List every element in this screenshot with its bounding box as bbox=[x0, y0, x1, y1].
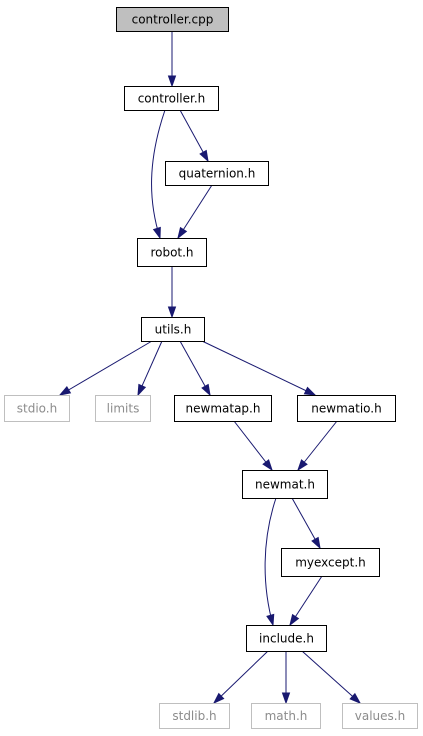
node-box bbox=[4, 395, 70, 422]
edge-controller_h-to-quaternion_h bbox=[179, 109, 209, 163]
edge-arrowhead bbox=[58, 386, 72, 396]
edge-utils_h-to-newmatap_h bbox=[179, 340, 211, 397]
edge-arrowhead bbox=[311, 536, 321, 550]
node-label: quaternion.h bbox=[179, 167, 256, 181]
node-label: myexcept.h bbox=[295, 556, 366, 570]
edge-newmat_h-to-myexcept_h bbox=[291, 497, 321, 550]
edge-line bbox=[213, 650, 269, 704]
edge-arrowhead bbox=[212, 692, 225, 705]
edge-arrowhead bbox=[201, 383, 211, 397]
node-quaternion-h[interactable]: quaternion.h bbox=[165, 161, 269, 186]
node-label: newmatio.h bbox=[311, 402, 381, 416]
edge-arrowhead bbox=[281, 692, 291, 705]
node-myexcept-h[interactable]: myexcept.h bbox=[281, 548, 380, 577]
edge-arrowhead bbox=[303, 386, 317, 396]
node-box bbox=[342, 703, 418, 729]
node-utils-h[interactable]: utils.h bbox=[141, 317, 205, 342]
edge-line bbox=[301, 650, 361, 704]
node-box bbox=[116, 7, 229, 32]
node-label: stdio.h bbox=[17, 402, 57, 416]
edge-arrowhead bbox=[349, 692, 362, 705]
node-box bbox=[297, 395, 396, 422]
node-robot-h[interactable]: robot.h bbox=[137, 238, 207, 267]
node-label: stdlib.h bbox=[172, 709, 216, 723]
node-box bbox=[95, 395, 151, 422]
edge-arrowhead bbox=[262, 459, 273, 472]
edge-include_h-to-stdlib_h bbox=[212, 650, 269, 705]
edge-arrowhead bbox=[167, 306, 177, 319]
node-label: values.h bbox=[355, 709, 405, 723]
node-label: limits bbox=[107, 402, 140, 416]
node-label: robot.h bbox=[150, 246, 193, 260]
node-label: controller.cpp bbox=[132, 13, 214, 27]
edge-arrowhead bbox=[289, 613, 300, 627]
node-box bbox=[159, 703, 230, 729]
node-math-h: math.h bbox=[251, 703, 321, 729]
node-box bbox=[137, 238, 207, 267]
node-values-h: values.h bbox=[342, 703, 418, 729]
node-include-h[interactable]: include.h bbox=[246, 625, 327, 652]
edge-line bbox=[264, 497, 277, 626]
nodes-layer: controller.cpp controller.h quaternion.h ro… bbox=[4, 7, 418, 729]
edge-line bbox=[151, 109, 166, 239]
edge-robot_h-to-utils_h bbox=[167, 266, 177, 319]
edge-utils_h-to-limits bbox=[137, 340, 163, 397]
node-box bbox=[242, 470, 328, 499]
node-newmatap-h[interactable]: newmatap.h bbox=[174, 395, 272, 422]
node-newmatio-h[interactable]: newmatio.h bbox=[297, 395, 396, 422]
edge-arrowhead bbox=[167, 75, 177, 88]
node-label: math.h bbox=[265, 709, 308, 723]
node-label: include.h bbox=[259, 632, 314, 646]
edge-myexcept_h-to-include_h bbox=[289, 575, 323, 627]
node-box bbox=[174, 395, 272, 422]
edge-newmatio_h-to-newmat_h bbox=[297, 420, 338, 472]
node-controller-h[interactable]: controller.h bbox=[124, 86, 219, 111]
edge-line bbox=[59, 340, 153, 396]
node-box bbox=[165, 161, 269, 186]
edge-utils_h-to-stdio_h bbox=[58, 340, 153, 396]
edge-newmatap_h-to-newmat_h bbox=[233, 420, 273, 472]
node-controller-cpp[interactable]: controller.cpp bbox=[116, 7, 229, 32]
node-box bbox=[246, 625, 327, 652]
node-box bbox=[251, 703, 321, 729]
node-stdlib-h: stdlib.h bbox=[159, 703, 230, 729]
edge-utils_h-to-newmatio_h bbox=[201, 340, 317, 396]
edge-line bbox=[201, 340, 316, 396]
edge-quaternion_h-to-robot_h bbox=[177, 184, 213, 240]
edge-arrowhead bbox=[297, 459, 308, 472]
edge-arrowhead bbox=[137, 383, 147, 397]
edge-arrowhead bbox=[177, 226, 188, 240]
node-box bbox=[141, 317, 205, 342]
node-limits: limits bbox=[95, 395, 151, 422]
edge-include_h-to-math_h bbox=[281, 651, 291, 705]
edge-arrowhead bbox=[152, 226, 161, 240]
node-label: newmatap.h bbox=[186, 402, 261, 416]
node-label: controller.h bbox=[138, 92, 206, 106]
node-newmat-h[interactable]: newmat.h bbox=[242, 470, 328, 499]
edge-controller_cpp-to-controller_h bbox=[167, 31, 177, 88]
edge-newmat_h-to-include_h bbox=[264, 497, 277, 627]
node-stdio-h: stdio.h bbox=[4, 395, 70, 422]
edge-controller_h-to-robot_h bbox=[151, 109, 166, 240]
edge-arrowhead bbox=[199, 149, 209, 163]
node-label: utils.h bbox=[155, 323, 192, 337]
node-label: newmat.h bbox=[255, 478, 315, 492]
edges-layer bbox=[58, 31, 362, 705]
edge-arrowhead bbox=[266, 613, 275, 627]
edge-include_h-to-values_h bbox=[301, 650, 362, 705]
node-box bbox=[281, 548, 380, 577]
node-box bbox=[124, 86, 219, 111]
